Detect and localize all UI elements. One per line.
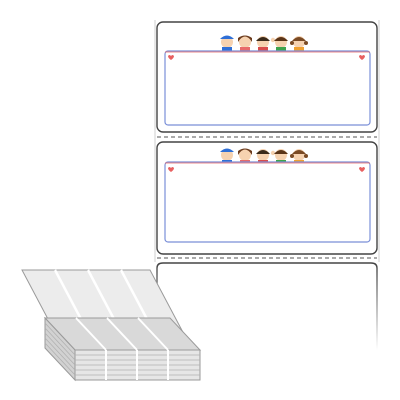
stack-strip-gaps bbox=[75, 317, 169, 380]
boy-green-shirt-icon bbox=[274, 36, 288, 53]
heart-icon bbox=[168, 167, 174, 172]
boy-blue-cap-icon bbox=[220, 35, 234, 53]
label-1 bbox=[156, 21, 378, 133]
label-2-frame bbox=[164, 161, 371, 243]
label-1-frame bbox=[164, 50, 371, 126]
heart-icon bbox=[168, 55, 174, 60]
heart-icon bbox=[359, 167, 365, 172]
girl-waving-icon bbox=[256, 36, 276, 53]
girl-pigtails-icon bbox=[290, 36, 308, 53]
fanfold-stack bbox=[21, 269, 202, 382]
character-row-1 bbox=[220, 35, 308, 53]
label-2 bbox=[156, 141, 378, 255]
girl-brown-hair-icon bbox=[238, 35, 252, 53]
heart-icon bbox=[359, 55, 365, 60]
label-3-partial bbox=[156, 258, 384, 352]
